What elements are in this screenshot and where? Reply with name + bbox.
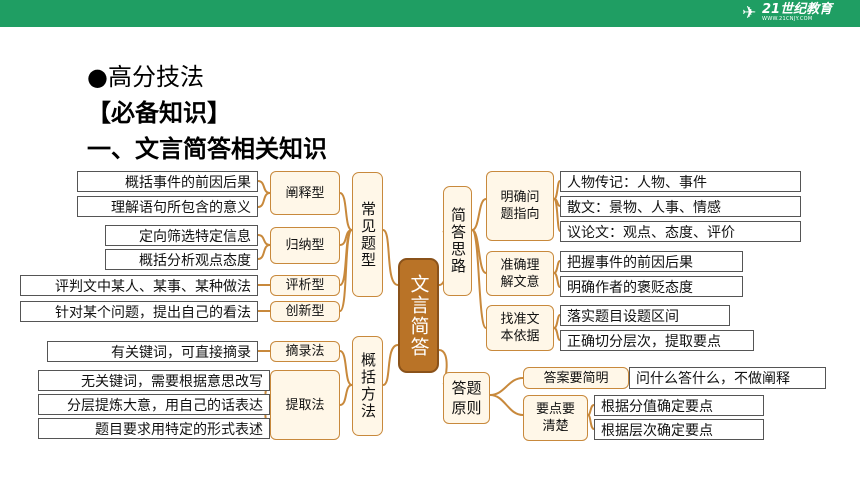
item-evaluate-1: 评判文中某人、某事、某种做法 bbox=[20, 275, 258, 296]
branch-thinking-label: 简答思路 bbox=[449, 207, 467, 275]
item-summarize-1: 定向筛选特定信息 bbox=[105, 225, 258, 246]
mindmap-center: 文言简答 bbox=[398, 258, 439, 373]
item-extract-3: 题目要求用特定的形式表述 bbox=[38, 418, 270, 439]
item-innovate-1: 针对某个问题，提出自己的看法 bbox=[20, 301, 258, 322]
item-understand-2: 明确作者的褒贬态度 bbox=[560, 276, 743, 297]
topic-title: 一、文言简答相关知识 bbox=[87, 135, 327, 163]
item-extract-1: 无关键词，需要根据意思改写 bbox=[38, 370, 270, 391]
logo-url: WWW.21CNJY.COM bbox=[762, 16, 813, 22]
tag-innovate: 创新型 bbox=[270, 301, 340, 322]
tag-text-evidence: 找准文本依据 bbox=[486, 305, 554, 351]
site-logo[interactable]: ✈ 21世纪教育 WWW.21CNJY.COM bbox=[742, 2, 842, 24]
item-evidence-2: 正确切分层次，提取要点 bbox=[560, 330, 754, 351]
item-points-2: 根据层次确定要点 bbox=[594, 419, 764, 440]
branch-question-types-label: 常见题型 bbox=[359, 200, 377, 269]
item-extract-2: 分层提炼大意，用自己的话表达 bbox=[38, 394, 270, 415]
top-banner: ✈ 21世纪教育 WWW.21CNJY.COM bbox=[0, 0, 860, 27]
logo-text: 21世纪教育 bbox=[762, 2, 833, 17]
item-direction-3: 议论文：观点、态度、评价 bbox=[560, 221, 801, 242]
tag-summarize: 归纳型 bbox=[270, 227, 340, 264]
tag-understand-text: 准确理解文意 bbox=[486, 251, 554, 296]
runner-icon: ✈ bbox=[742, 3, 757, 23]
branch-methods: 概括方法 bbox=[352, 336, 383, 436]
tag-explain: 阐释型 bbox=[270, 171, 340, 215]
tag-clear-points: 要点要清楚 bbox=[523, 395, 588, 441]
tag-extract: 提取法 bbox=[270, 370, 340, 440]
item-understand-1: 把握事件的前因后果 bbox=[560, 251, 743, 272]
branch-question-types: 常见题型 bbox=[352, 172, 383, 297]
item-concise-1: 问什么答什么，不做阐释 bbox=[629, 367, 826, 389]
center-label: 文言简答 bbox=[407, 273, 430, 358]
branch-principles: 答题原则 bbox=[443, 372, 490, 424]
section-title: ●高分技法 bbox=[87, 63, 204, 91]
tag-excerpt: 摘录法 bbox=[270, 341, 340, 362]
subsection-title: 【必备知识】 bbox=[87, 99, 231, 127]
tag-concise: 答案要简明 bbox=[523, 367, 629, 389]
branch-thinking: 简答思路 bbox=[443, 186, 472, 296]
item-explain-1: 概括事件的前因后果 bbox=[77, 171, 258, 192]
item-excerpt-1: 有关键词，可直接摘录 bbox=[47, 341, 258, 362]
item-summarize-2: 概括分析观点态度 bbox=[105, 249, 258, 270]
item-evidence-1: 落实题目设题区间 bbox=[560, 305, 730, 326]
tag-question-direction: 明确问题指向 bbox=[486, 171, 554, 241]
tag-evaluate: 评析型 bbox=[270, 275, 340, 296]
item-direction-2: 散文：景物、人事、情感 bbox=[560, 196, 801, 217]
item-explain-2: 理解语句所包含的意义 bbox=[77, 196, 258, 217]
item-direction-1: 人物传记：人物、事件 bbox=[560, 171, 801, 192]
branch-methods-label: 概括方法 bbox=[359, 352, 377, 420]
item-points-1: 根据分值确定要点 bbox=[594, 395, 764, 416]
